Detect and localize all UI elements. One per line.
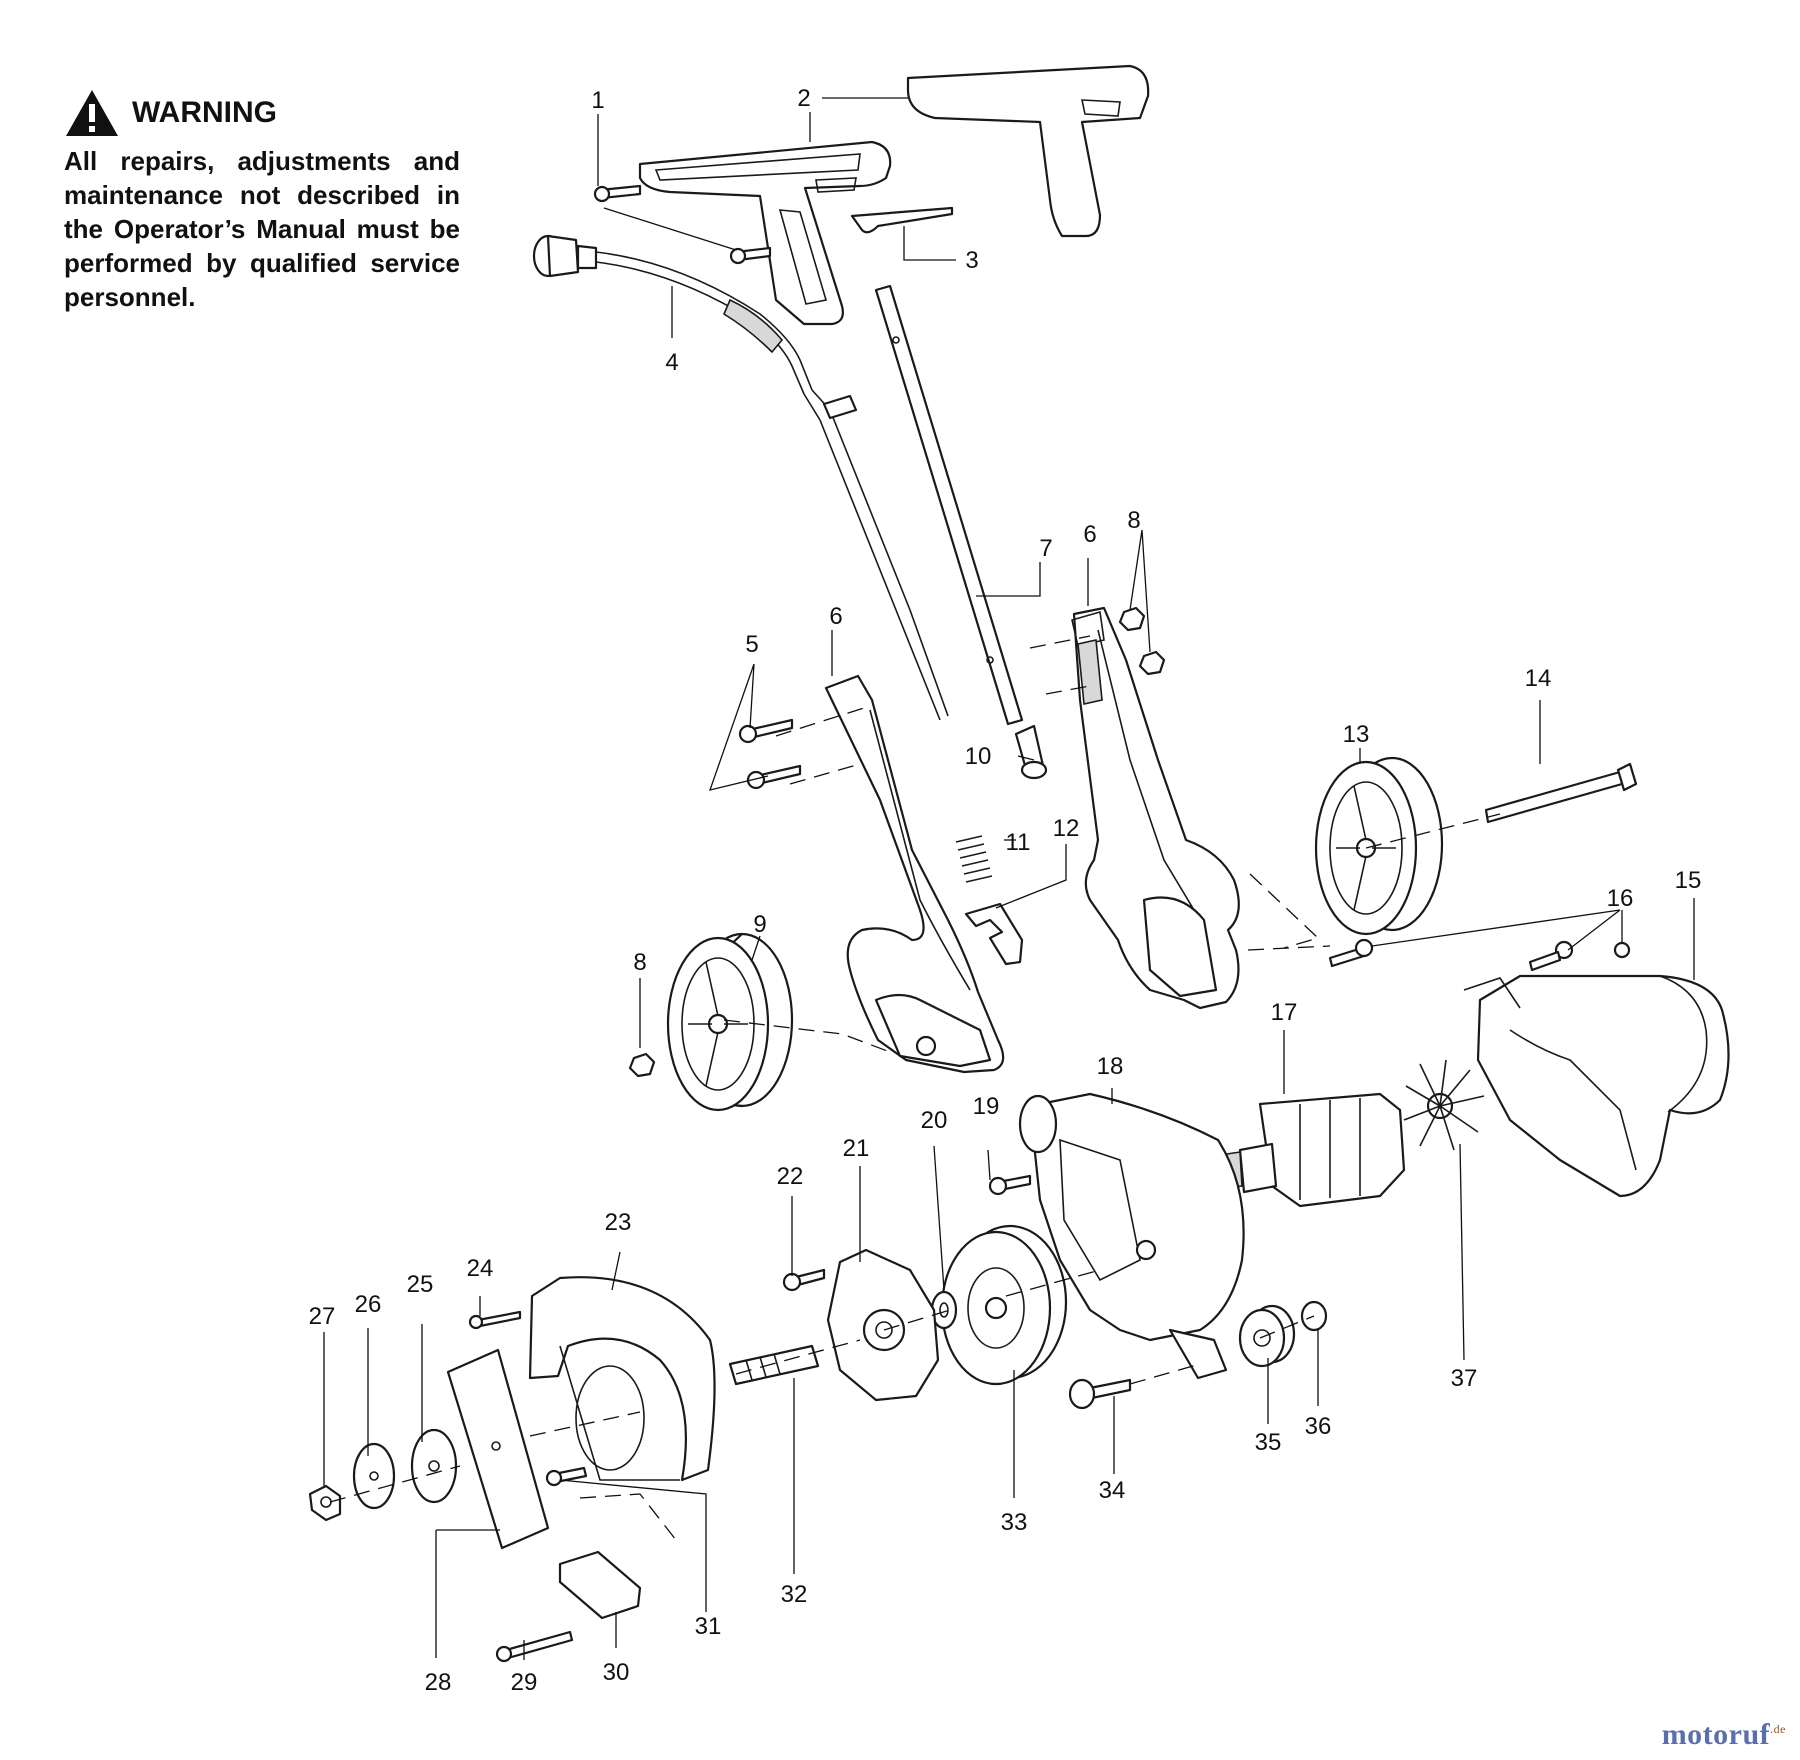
- callout-27: 27: [309, 1303, 336, 1330]
- callout-18: 18: [1097, 1053, 1124, 1080]
- screw-19: [988, 1174, 1032, 1196]
- leader-lines: [323, 97, 1695, 1660]
- callout-36: 36: [1305, 1413, 1332, 1440]
- callout-21: 21: [843, 1135, 870, 1162]
- callout-10: 10: [965, 743, 992, 770]
- callout-13: 13: [1343, 721, 1370, 748]
- assembly-axes: [329, 635, 1501, 1541]
- motor-cover: [1463, 974, 1730, 1198]
- warning-triangle-icon: [66, 90, 118, 136]
- gear-housing: [1018, 1092, 1245, 1380]
- callout-1: 1: [591, 87, 604, 114]
- screws-5: [738, 718, 802, 790]
- power-cord: [532, 234, 949, 721]
- right-housing: [1071, 606, 1240, 1010]
- trigger-button: [1014, 724, 1048, 780]
- screw-24: [468, 1310, 522, 1330]
- blade-guard: [528, 1276, 716, 1482]
- bearing-35: [1238, 1304, 1296, 1368]
- callout-6a: 6: [829, 603, 842, 630]
- left-housing: [824, 674, 1005, 1074]
- callout-35: 35: [1255, 1429, 1282, 1456]
- bearing-plate: [826, 1248, 940, 1402]
- callout-4: 4: [665, 349, 678, 376]
- callout-19: 19: [973, 1093, 1000, 1120]
- callouts: 1 2 3 4 5 6 6 7 8 8 9 10 11 12 13 14 15 …: [309, 85, 1702, 1696]
- warning-text: All repairs, adjustments and maintenance…: [64, 146, 460, 312]
- spring: [955, 835, 993, 883]
- nuts-8: [628, 606, 1166, 1078]
- warning-heading-text: WARNING: [132, 96, 277, 129]
- blade-washer-26: [352, 1442, 396, 1510]
- handle-frame: [638, 140, 892, 326]
- wheel-right: [1314, 756, 1444, 936]
- bolt-34: [1068, 1378, 1132, 1410]
- screws-1: [593, 184, 772, 265]
- screw-31: [545, 1466, 588, 1487]
- axle-bolt: [1484, 762, 1638, 824]
- callout-29: 29: [511, 1669, 538, 1696]
- watermark-logo: motoruf.de: [1662, 1718, 1786, 1752]
- handle-tube: [874, 284, 1024, 726]
- callout-22: 22: [777, 1163, 804, 1190]
- motor: [1213, 1092, 1406, 1208]
- callout-26: 26: [355, 1291, 382, 1318]
- callout-11: 11: [1006, 829, 1031, 856]
- wheel-left: [666, 932, 794, 1112]
- callout-28: 28: [425, 1669, 452, 1696]
- drive-gear: [940, 1224, 1068, 1386]
- callout-8b: 8: [633, 949, 646, 976]
- lock-slider: [964, 902, 1024, 966]
- callout-23: 23: [605, 1209, 632, 1236]
- depth-bracket: [558, 1550, 642, 1620]
- screws-16: [1328, 938, 1631, 972]
- fan: [1403, 1059, 1485, 1151]
- handle-grip: [906, 64, 1150, 238]
- screw-22: [782, 1268, 826, 1292]
- switch-lever: [850, 206, 954, 234]
- callout-24: 24: [467, 1255, 494, 1282]
- callout-32: 32: [781, 1581, 808, 1608]
- callout-3: 3: [965, 247, 978, 274]
- watermark-suffix: .de: [1770, 1722, 1786, 1736]
- edger-blade: [446, 1348, 550, 1550]
- callout-16: 16: [1607, 885, 1634, 912]
- callout-30: 30: [603, 1659, 630, 1686]
- callout-34: 34: [1099, 1477, 1126, 1504]
- callout-8a: 8: [1127, 507, 1140, 534]
- warning-box: WARNING All repairs, adjustments and mai…: [64, 88, 460, 314]
- callout-17: 17: [1271, 999, 1298, 1026]
- callout-5: 5: [745, 631, 758, 658]
- watermark-name: motoruf: [1661, 1718, 1771, 1751]
- screw-29: [495, 1630, 574, 1663]
- callout-6b: 6: [1083, 521, 1096, 548]
- callout-20: 20: [921, 1107, 948, 1134]
- callout-33: 33: [1001, 1509, 1028, 1536]
- callout-15: 15: [1675, 867, 1702, 894]
- callout-37: 37: [1451, 1365, 1478, 1392]
- blade-washer-25: [410, 1428, 458, 1504]
- blade-shaft: [728, 1344, 820, 1386]
- callout-25: 25: [407, 1271, 434, 1298]
- callout-31: 31: [695, 1613, 722, 1640]
- blade-nut-27: [308, 1484, 342, 1522]
- callout-9: 9: [753, 911, 766, 938]
- warning-heading: WARNING: [64, 88, 460, 138]
- callout-7: 7: [1039, 535, 1052, 562]
- callout-12: 12: [1053, 815, 1080, 842]
- callout-14: 14: [1525, 665, 1552, 692]
- callout-2: 2: [797, 85, 810, 112]
